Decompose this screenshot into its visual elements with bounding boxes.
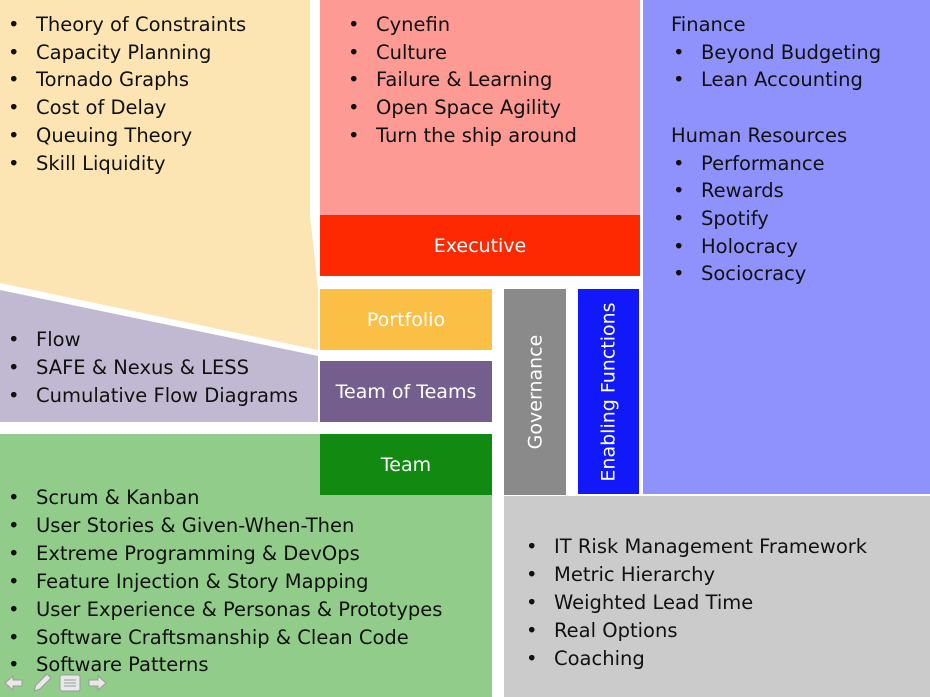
list-item: Holocracy — [671, 233, 881, 261]
human-resources-list: Performance Rewards Spotify Holocracy So… — [671, 150, 881, 289]
pen-icon[interactable] — [31, 673, 53, 697]
list-item: User Experience & Personas & Prototypes — [6, 596, 442, 624]
list-item: Feature Injection & Story Mapping — [6, 568, 442, 596]
list-item: Beyond Budgeting — [671, 39, 881, 67]
list-item: Weighted Lead Time — [524, 589, 867, 617]
team-list: Scrum & Kanban User Stories & Given-When… — [6, 484, 442, 679]
next-arrow-icon[interactable] — [87, 674, 107, 696]
finance-list: Beyond Budgeting Lean Accounting — [671, 39, 881, 94]
portfolio-wedge — [0, 215, 318, 350]
human-resources-heading: Human Resources — [671, 123, 848, 147]
team-of-teams-label: Team of Teams — [320, 361, 492, 422]
enabling-functions-label-text: Enabling Functions — [597, 301, 620, 482]
governance-label-text: Governance — [524, 334, 546, 450]
list-item: Cumulative Flow Diagrams — [6, 382, 298, 410]
list-item: Sociocracy — [671, 260, 881, 288]
flow-list: Flow SAFE & Nexus & LESS Cumulative Flow… — [6, 326, 298, 410]
executive-label: Executive — [320, 215, 640, 276]
list-item: Metric Hierarchy — [524, 561, 867, 589]
executive-list: Cynefin Culture Failure & Learning Open … — [346, 11, 577, 150]
list-item: Lean Accounting — [671, 66, 881, 94]
list-item: Queuing Theory — [6, 122, 246, 150]
list-item: Real Options — [524, 617, 867, 645]
portfolio-label: Portfolio — [320, 289, 492, 350]
list-item: IT Risk Management Framework — [524, 533, 867, 561]
enabling-functions-label: Enabling Functions — [578, 289, 639, 494]
list-item: Open Space Agility — [346, 94, 577, 122]
list-item: Software Craftsmanship & Clean Code — [6, 624, 442, 652]
menu-icon[interactable] — [59, 674, 81, 696]
list-item: Scrum & Kanban — [6, 484, 442, 512]
list-item: SAFE & Nexus & LESS — [6, 354, 298, 382]
governance-list: IT Risk Management Framework Metric Hier… — [524, 533, 867, 673]
list-item: Failure & Learning — [346, 66, 577, 94]
top-left-list: Theory of Constraints Capacity Planning … — [6, 11, 246, 177]
finance-heading: Finance — [671, 13, 746, 36]
team-label: Team — [320, 434, 492, 495]
list-item: Theory of Constraints — [6, 11, 246, 39]
governance-label: Governance — [504, 289, 566, 495]
list-item: Capacity Planning — [6, 39, 246, 67]
list-item: User Stories & Given-When-Then — [6, 512, 442, 540]
list-item: Extreme Programming & DevOps — [6, 540, 442, 568]
list-item: Culture — [346, 39, 577, 67]
list-item: Coaching — [524, 645, 867, 673]
list-item: Skill Liquidity — [6, 150, 246, 178]
list-item: Flow — [6, 326, 298, 354]
list-item: Cost of Delay — [6, 94, 246, 122]
list-item: Cynefin — [346, 11, 577, 39]
list-item: Rewards — [671, 177, 881, 205]
list-item: Tornado Graphs — [6, 66, 246, 94]
list-item: Turn the ship around — [346, 122, 577, 150]
list-item: Performance — [671, 150, 881, 178]
list-item: Software Patterns — [6, 651, 442, 679]
slide-nav-controls — [2, 672, 110, 696]
enabling-content: Finance Beyond Budgeting Lean Accounting… — [671, 11, 881, 288]
previous-arrow-icon[interactable] — [4, 674, 24, 696]
list-item: Spotify — [671, 205, 881, 233]
